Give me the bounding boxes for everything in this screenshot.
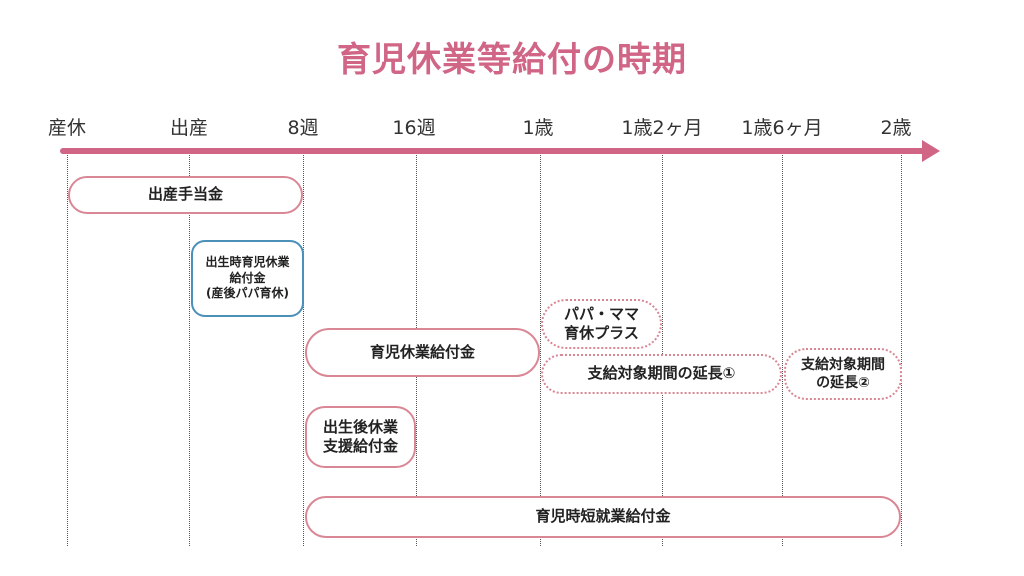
guide-line-2-years [901, 150, 902, 546]
postnatal-leave-support-label: 出生後休業 支援給付金 [322, 417, 398, 456]
papa-mama-plus-box: パパ・ママ 育休プラス [541, 299, 662, 349]
guide-line-maternity-leave [67, 150, 68, 546]
maternity-allowance-label: 出産手当金 [147, 185, 223, 204]
tick-label-16-weeks: 16週 [392, 117, 436, 139]
extension-2-label: 支給対象期間 の延長② [801, 356, 885, 391]
timeline-arrow-line [60, 148, 926, 154]
guide-line-8-weeks [303, 150, 304, 546]
guide-line-1-year-6-months [782, 150, 783, 546]
tick-label-2-years: 2歳 [880, 117, 912, 139]
extension-1-label: 支給対象期間の延長① [587, 364, 736, 383]
tick-label-maternity-leave: 産休 [47, 117, 87, 139]
guide-line-birth [189, 150, 190, 546]
tick-label-1-year-2-months: 1歳2ヶ月 [621, 117, 703, 139]
tick-label-1-year-6-months: 1歳6ヶ月 [741, 117, 823, 139]
extension-2-box: 支給対象期間 の延長② [784, 348, 902, 400]
tick-label-1-year: 1歳 [522, 117, 554, 139]
postnatal-childcare-leave-box: 出生時育児休業 給付金 (産後パパ育休) [191, 240, 304, 317]
extension-1-box: 支給対象期間の延長① [541, 354, 782, 394]
guide-line-1-year [540, 150, 541, 546]
guide-line-1-year-2-months [662, 150, 663, 546]
childcare-leave-benefit-box: 育児休業給付金 [305, 328, 540, 377]
page-title: 育児休業等給付の時期 [337, 40, 687, 80]
short-time-work-benefit-label: 育児時短就業給付金 [535, 507, 671, 526]
childcare-leave-benefit-label: 育児休業給付金 [369, 342, 475, 361]
postnatal-leave-support-box: 出生後休業 支援給付金 [305, 406, 416, 468]
postnatal-childcare-leave-label: 出生時育児休業 給付金 (産後パパ育休) [205, 255, 290, 301]
short-time-work-benefit-box: 育児時短就業給付金 [305, 496, 901, 538]
maternity-allowance-box: 出産手当金 [68, 176, 303, 214]
timeline-arrow-head-icon [922, 140, 940, 162]
tick-label-birth: 出産 [169, 117, 209, 139]
tick-label-8-weeks: 8週 [287, 117, 319, 139]
papa-mama-plus-label: パパ・ママ 育休プラス [563, 304, 639, 343]
